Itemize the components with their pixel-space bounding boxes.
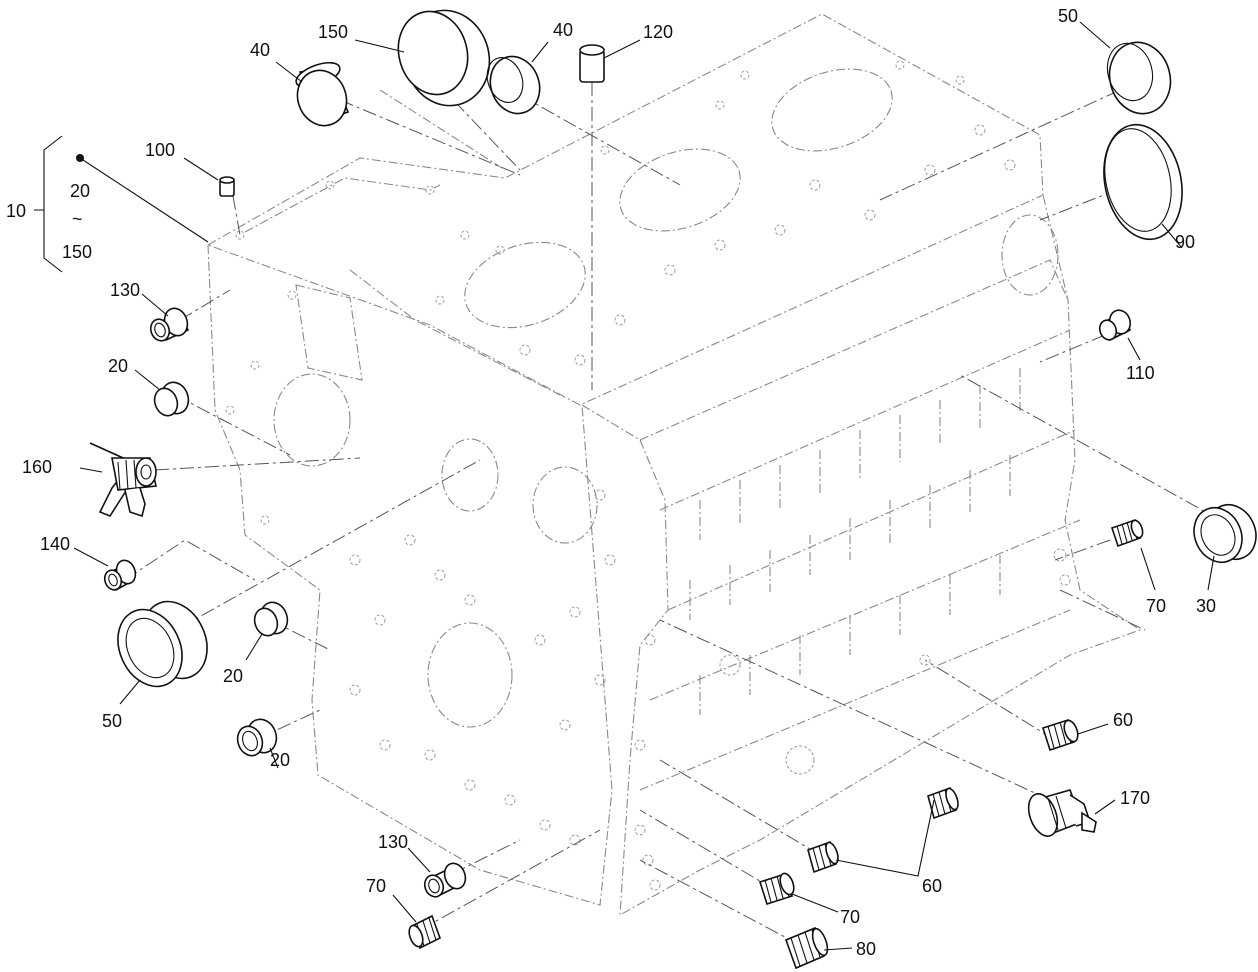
threaded-plug-60-right	[1041, 718, 1079, 752]
cap-150	[397, 9, 491, 107]
callout-110: 110	[1126, 363, 1155, 383]
seal-50-left	[117, 600, 208, 688]
threaded-plug-70-right	[1110, 518, 1144, 548]
callout-70-right: 70	[1146, 596, 1166, 616]
callout-160: 160	[22, 457, 52, 477]
plug-20-lower	[236, 718, 278, 757]
cap-90	[1103, 123, 1183, 241]
callout-170: 170	[1120, 788, 1150, 808]
callout-40-center: 40	[553, 20, 573, 40]
callout-120: 120	[643, 22, 673, 42]
threaded-plug-70-left	[408, 914, 441, 950]
callout-20-middle: 20	[223, 666, 243, 686]
group-range-sep: ~	[72, 209, 83, 229]
callout-80: 80	[856, 939, 876, 959]
callout-20-upper: 20	[108, 356, 128, 376]
group-range-to: 150	[62, 242, 92, 262]
leader-lines	[34, 21, 1215, 951]
callout-140: 140	[40, 534, 70, 554]
cap-50-top	[1106, 41, 1172, 115]
callout-70-left: 70	[366, 876, 386, 896]
callout-20-lower: 20	[270, 750, 290, 770]
bushing-140	[103, 559, 137, 592]
callout-100: 100	[145, 140, 175, 160]
group-range-from: 20	[70, 181, 90, 201]
oil-switch-170	[1027, 789, 1097, 837]
plug-40-left	[295, 61, 350, 127]
dowel-120	[579, 44, 605, 83]
callout-50-top: 50	[1058, 6, 1078, 26]
group-label-10: 10	[6, 201, 26, 221]
callout-90: 90	[1175, 232, 1195, 252]
assembly-axes	[124, 64, 1221, 946]
callout-60-lower: 60	[922, 876, 942, 896]
bolt-holes	[225, 60, 1071, 891]
callout-150: 150	[318, 22, 348, 42]
cylinder-block-outline	[206, 13, 1142, 916]
drain-cock-160	[89, 442, 157, 518]
pin-110	[1098, 309, 1132, 342]
callout-130-upper: 130	[110, 280, 140, 300]
callout-30: 30	[1196, 596, 1216, 616]
plug-20-upper	[153, 381, 190, 417]
threaded-plug-60-lower-b	[807, 840, 839, 874]
plug-40-center	[486, 55, 541, 115]
seal-30	[1193, 504, 1257, 563]
callout-70-center: 70	[840, 907, 860, 927]
threaded-plug-70-center	[758, 872, 795, 906]
threaded-plug-80	[784, 926, 829, 970]
callout-60-right: 60	[1113, 710, 1133, 730]
callout-50-left: 50	[102, 711, 122, 731]
bushing-130-upper	[149, 307, 190, 342]
threaded-plug-60-lower	[927, 786, 959, 820]
group-marker-dot	[76, 154, 84, 162]
callout-40-left: 40	[250, 40, 270, 60]
callout-labels: 10 20 ~ 150 40 150 40 120 50 100 90 130 …	[6, 6, 1216, 959]
pin-100	[219, 176, 235, 197]
bushing-130-lower	[423, 862, 467, 898]
plug-20-middle	[253, 601, 289, 637]
callout-130-lower: 130	[378, 832, 408, 852]
